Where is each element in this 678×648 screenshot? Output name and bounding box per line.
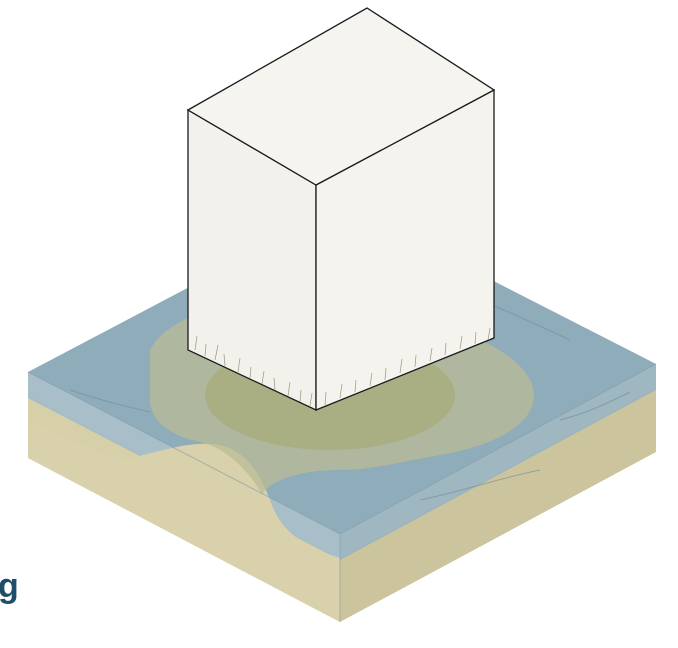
caption-fragment: g bbox=[0, 566, 19, 606]
